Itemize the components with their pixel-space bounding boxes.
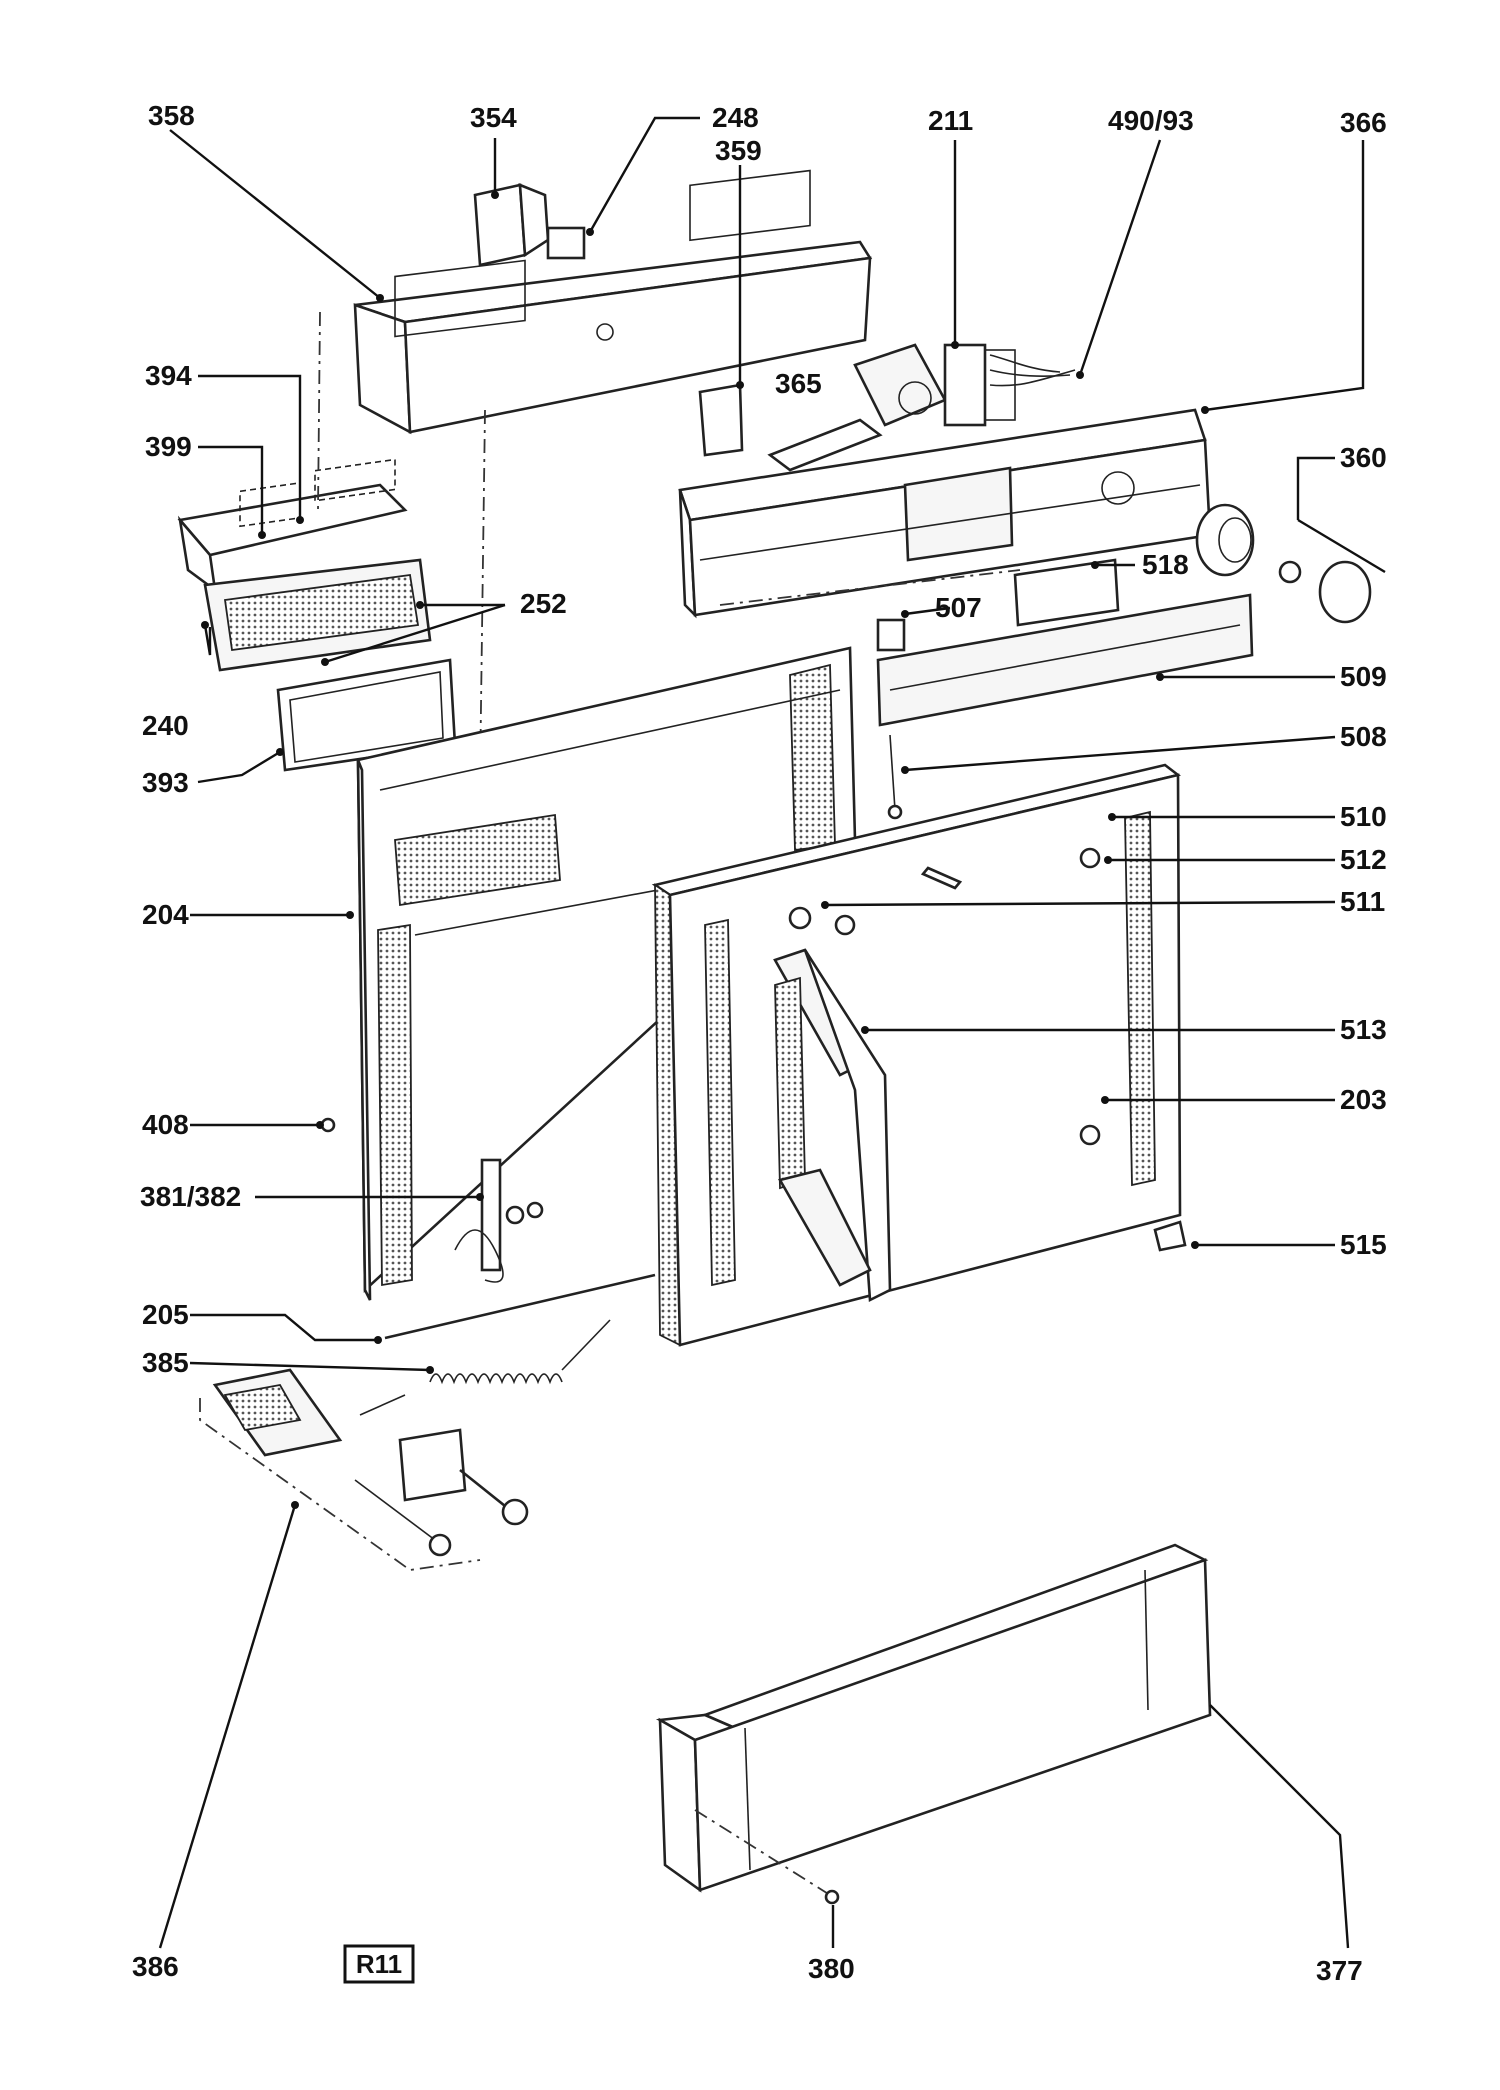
part-label: 354 [470,102,517,133]
part-label: 365 [775,368,822,399]
cap-511-part [788,906,812,930]
part-label: 381/382 [140,1181,241,1212]
part-label: 377 [1316,1955,1363,1986]
clip-510-part [920,866,963,890]
dispenser-part [177,458,432,672]
part-label: 203 [1340,1084,1387,1115]
hinge-dash-frame [199,1398,481,1571]
spring-part [429,1319,611,1385]
control-bracket-part [353,169,873,435]
kick-plate-part [655,1543,1212,1893]
part-label: 205 [142,1299,189,1330]
part-label: 359 [715,135,762,166]
part-label: 515 [1340,1229,1387,1260]
latch-part [454,1158,544,1283]
pin-part [876,618,906,652]
knob-assembly-part [1195,503,1372,624]
handle-rail-part [876,593,1254,727]
part-label: 358 [148,100,195,131]
inner-door-panel-part [356,646,857,1301]
rod-part [384,1273,656,1340]
lens-part [767,418,883,472]
cover-strip-part [1013,558,1120,627]
part-number-labels: 358 354 248 359 211 490/93 366 394 365 3… [132,100,1387,1986]
part-label: 211 [928,105,973,136]
part-label: 394 [145,360,192,391]
part-label: 408 [142,1109,189,1140]
part-label: 248 [712,102,759,133]
part-label: 511 [1340,886,1385,917]
part-label: 518 [1142,549,1189,580]
hinge-part [773,948,892,1303]
part-label: 393 [142,767,189,798]
part-label: 385 [142,1347,189,1378]
control-panel-part [678,408,1212,619]
part-label: 386 [132,1951,179,1982]
part-label: 510 [1340,801,1387,832]
switch-part [473,183,550,267]
screw-380-part [694,1809,840,1905]
sheet-code-text: R11 [356,1949,402,1979]
timer-motor-part [853,343,987,427]
part-label: 360 [1340,442,1387,473]
part-label: 513 [1340,1014,1387,1045]
part-label: 512 [1340,844,1387,875]
lower-hinge-assembly-part [212,1368,529,1557]
clip-part [698,383,744,457]
sheet-code-badge: R11 [343,1944,415,1984]
screw-part [887,734,903,820]
part-label: 509 [1340,661,1387,692]
part-label: 507 [935,592,982,623]
part-label: 380 [808,1953,855,1984]
part-label: 490/93 [1108,105,1194,136]
part-label: 252 [520,588,567,619]
wire-harness-part [984,349,1076,421]
part-label: 240 [142,710,189,741]
part-label: 204 [142,899,189,930]
part-label: 366 [1340,107,1387,138]
leader-lines [158,116,1386,1949]
part-label: 508 [1340,721,1387,752]
microswitch-part [546,226,586,260]
bracket-515-part [1153,1220,1187,1252]
part-label: 399 [145,431,192,462]
